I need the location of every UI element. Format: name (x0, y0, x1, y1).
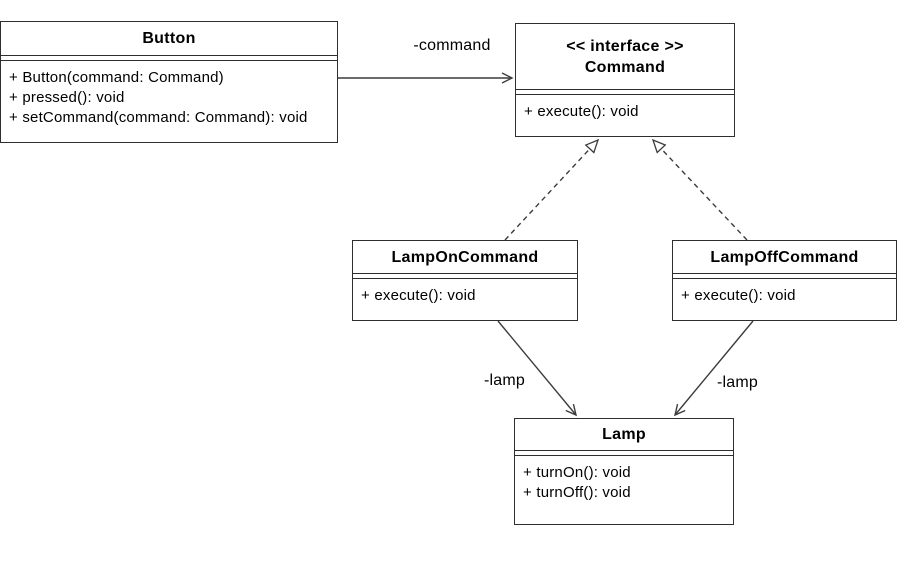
class-button: Button + Button(command: Command) + pres… (0, 21, 338, 143)
class-lamp-off-command-name: LampOffCommand (673, 241, 896, 274)
edge-label-lamp-right: -lamp (717, 374, 759, 391)
edge-lamp-on-to-command (504, 140, 598, 241)
class-lamp-on-command: LampOnCommand + execute(): void (352, 240, 578, 321)
class-lamp-name: Lamp (515, 419, 733, 451)
edge-lamp-off-to-lamp (674, 320, 754, 417)
class-lamp-on-command-attributes-compartment (353, 274, 577, 279)
class-lamp-on-command-name: LampOnCommand (353, 241, 577, 274)
class-lamp-off-command: LampOffCommand + execute(): void (672, 240, 897, 321)
method-item: + pressed(): void (9, 89, 125, 106)
class-lamp-off-command-attributes-compartment (673, 274, 896, 279)
edge-lamp-off-to-command (653, 140, 748, 241)
interface-command-attributes-compartment (516, 90, 734, 95)
method-item: + execute(): void (361, 287, 476, 304)
class-name-text: Button (142, 30, 196, 47)
class-lamp-on-command-methods-compartment: + execute(): void (353, 279, 577, 320)
class-name-text: Command (584, 58, 666, 76)
class-lamp-off-command-methods-compartment: + execute(): void (673, 279, 896, 320)
edge-label-command: -command (413, 37, 491, 54)
class-lamp-attributes-compartment (515, 451, 733, 456)
method-item: + execute(): void (524, 103, 639, 120)
class-button-attributes-compartment (1, 56, 337, 61)
method-item: + turnOn(): void (523, 464, 631, 481)
method-item: + execute(): void (681, 287, 796, 304)
stereotype-text: << interface >> (566, 37, 684, 55)
method-item: + setCommand(command: Command): void (9, 109, 308, 126)
class-lamp-methods-compartment: + turnOn(): void + turnOff(): void (515, 456, 733, 524)
edge-lamp-on-to-lamp (497, 320, 577, 417)
class-name-text: LampOnCommand (391, 248, 539, 266)
class-button-methods-compartment: + Button(command: Command) + pressed(): … (1, 61, 337, 142)
class-button-name: Button (1, 22, 337, 56)
edge-label-lamp-left: -lamp (484, 372, 526, 389)
method-item: + Button(command: Command) (9, 69, 224, 86)
method-item: + turnOff(): void (523, 484, 631, 501)
class-name-text: LampOffCommand (710, 248, 859, 266)
interface-command-name: << interface >> Command (516, 24, 734, 90)
interface-command-methods-compartment: + execute(): void (516, 95, 734, 136)
class-name-text: Lamp (602, 426, 646, 443)
interface-command: << interface >> Command + execute(): voi… (515, 23, 735, 137)
class-lamp: Lamp + turnOn(): void + turnOff(): void (514, 418, 734, 525)
